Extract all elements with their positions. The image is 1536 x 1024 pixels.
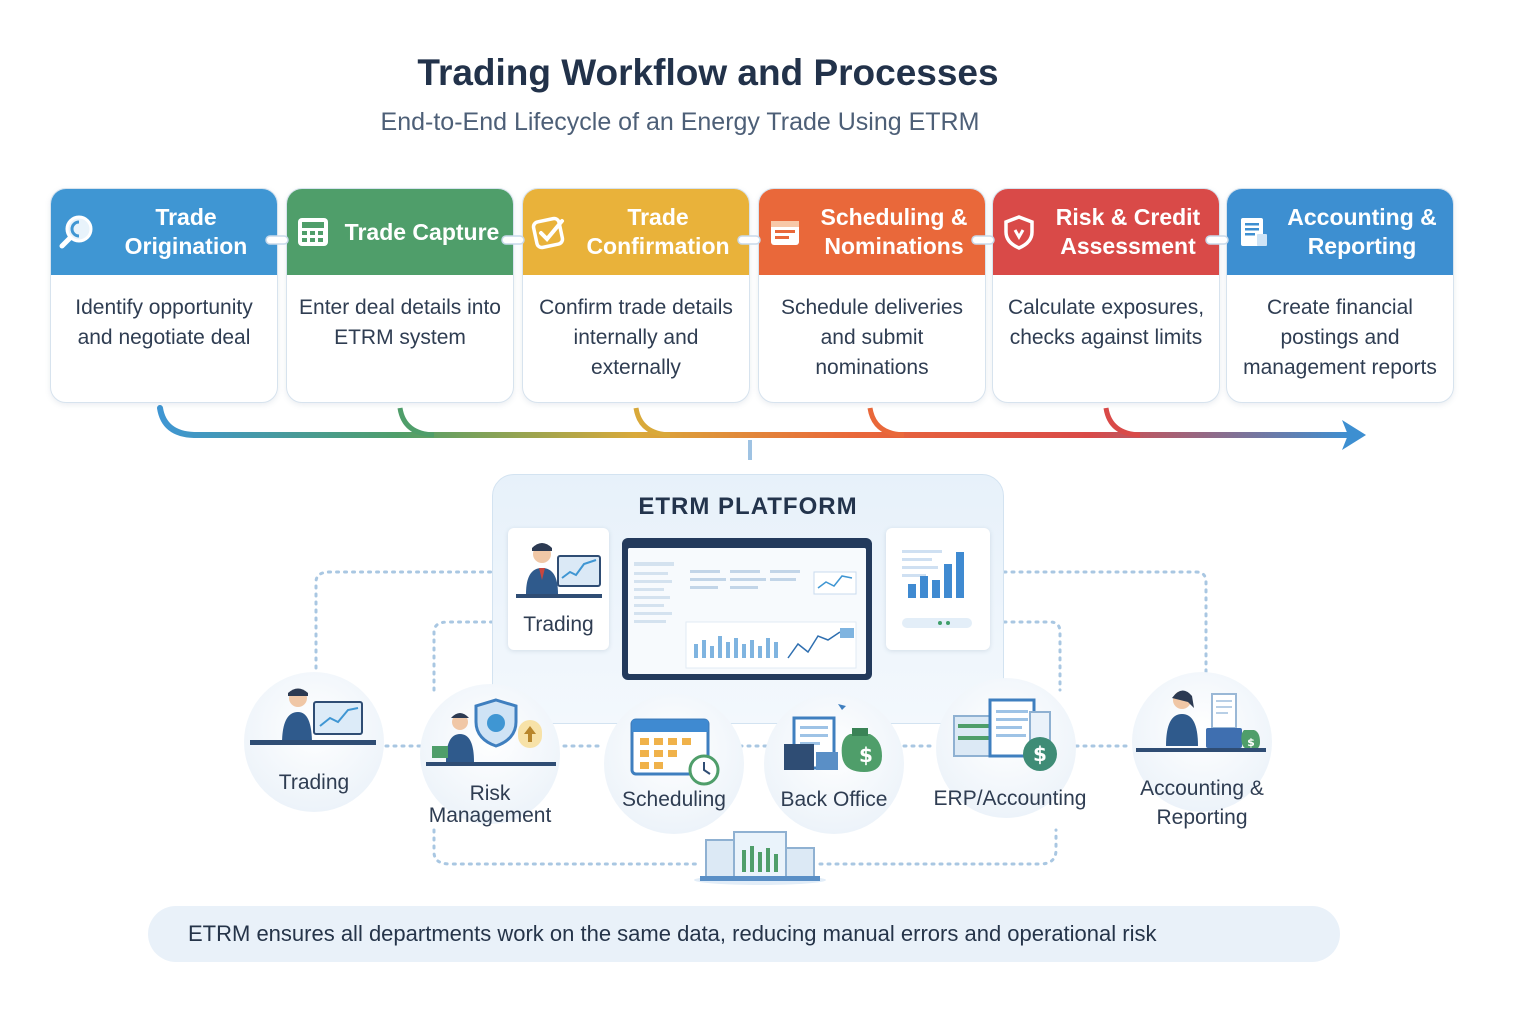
step-title: Trade Confirmation xyxy=(586,204,730,259)
workflow-steps: Trade Origination Identify opportunity a… xyxy=(50,188,1454,404)
step-description: Confirm trade details internally and ext… xyxy=(539,296,733,379)
step-description: Schedule deliveries and submit nominatio… xyxy=(780,296,964,379)
step-connectors xyxy=(265,235,1229,245)
svg-text:$: $ xyxy=(859,743,873,767)
trader-desk-icon xyxy=(516,543,602,598)
schedule-icon xyxy=(759,212,811,252)
step-trade-origination: Trade Origination Identify opportunity a… xyxy=(50,188,278,403)
dept-scheduling: Scheduling xyxy=(604,694,744,834)
dept-erp-accounting: $ ERP/Accounting xyxy=(934,678,1086,818)
dept-label: Back Office xyxy=(780,788,888,811)
step-header: Risk & Credit Assessment xyxy=(993,189,1219,275)
shield-icon xyxy=(993,212,1045,252)
svg-text:$: $ xyxy=(1033,742,1047,766)
flow-arrow xyxy=(157,405,1366,460)
step-trade-confirmation: Trade Confirmation Confirm trade details… xyxy=(522,188,750,403)
bar-chart-icon xyxy=(902,550,972,628)
calendar-icon xyxy=(630,718,720,786)
money-bag-icon: $ xyxy=(784,704,882,772)
dept-risk-management: Risk Management xyxy=(420,684,560,827)
dept-label: Trading xyxy=(278,771,350,794)
step-accounting-reporting: Accounting & Reporting Create financial … xyxy=(1226,188,1454,403)
step-header: Trade Origination xyxy=(51,189,277,275)
dept-accounting-reporting: $ Accounting & Reporting xyxy=(1132,672,1272,829)
step-description: Identify opportunity and negotiate deal xyxy=(75,296,253,349)
step-header: Trade Confirmation xyxy=(523,189,749,275)
platform-title: ETRM PLATFORM xyxy=(638,493,858,520)
step-header: Scheduling & Nominations xyxy=(759,189,985,275)
report-icon xyxy=(1227,212,1279,252)
dept-label: Accounting & Reporting xyxy=(1140,777,1264,829)
analytics-card xyxy=(886,528,990,650)
step-scheduling-nominations: Scheduling & Nominations Schedule delive… xyxy=(758,188,986,403)
risk-shield-icon xyxy=(426,698,556,766)
trading-card-label: Trading xyxy=(523,613,594,636)
step-title: Trade Capture xyxy=(344,218,500,245)
page-title: Trading Workflow and Processes xyxy=(417,52,999,93)
step-description: Calculate exposures, checks against limi… xyxy=(1007,296,1205,349)
trader-icon xyxy=(250,688,376,745)
step-title: Trade Origination xyxy=(124,204,248,259)
footer-text: ETRM ensures all departments work on the… xyxy=(188,921,1157,946)
trading-card: Trading xyxy=(508,528,609,650)
calculator-icon xyxy=(287,212,339,252)
page-subtitle: End-to-End Lifecycle of an Energy Trade … xyxy=(380,108,980,136)
etrm-dashboard-monitor xyxy=(622,538,872,680)
dept-label: Risk Management xyxy=(428,782,552,827)
magnifier-icon xyxy=(51,212,103,252)
svg-text:$: $ xyxy=(1247,736,1255,749)
step-trade-capture: Trade Capture Enter deal details into ET… xyxy=(286,188,514,403)
step-title: Scheduling & Nominations xyxy=(820,204,968,259)
step-title: Accounting & Reporting xyxy=(1287,204,1437,259)
step-header: Trade Capture xyxy=(287,189,513,275)
dept-back-office: $ Back Office xyxy=(764,694,904,834)
dept-label: ERP/Accounting xyxy=(933,787,1087,810)
documents-icon: $ xyxy=(953,698,1057,771)
step-title: Risk & Credit Assessment xyxy=(1055,204,1201,259)
checkmark-icon xyxy=(523,212,575,252)
dashboard-screen xyxy=(628,548,866,674)
accountant-icon: $ xyxy=(1136,690,1266,752)
step-description: Create financial postings and management… xyxy=(1243,296,1437,379)
step-risk-credit-assessment: Risk & Credit Assessment Calculate expos… xyxy=(992,188,1220,403)
dept-trading: Trading xyxy=(244,672,384,812)
footer-banner: ETRM ensures all departments work on the… xyxy=(148,906,1340,962)
dept-label: Scheduling xyxy=(622,788,726,811)
dashboard-icon xyxy=(628,548,866,674)
server-icon xyxy=(694,831,826,885)
step-header: Accounting & Reporting xyxy=(1227,189,1453,275)
step-description: Enter deal details into ETRM system xyxy=(299,296,501,349)
